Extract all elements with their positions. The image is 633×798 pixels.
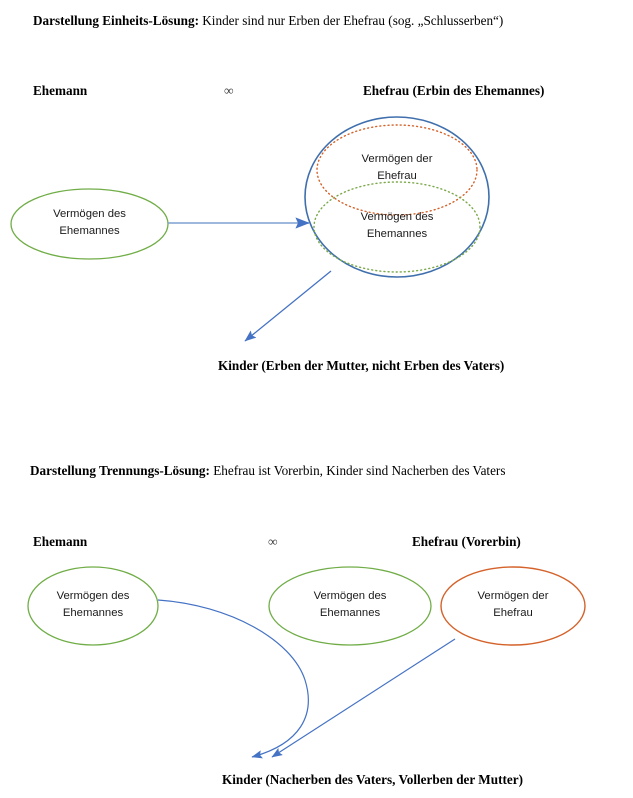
text-husband-assets-1: Vermögen des Ehemannes: [53, 208, 126, 237]
text-inner-wife-assets-1: Vermögen der Ehefrau: [361, 153, 433, 182]
section-2-heading-lead: Darstellung Trennungs-Lösung:: [30, 463, 210, 478]
label-wife-section-1: Ehefrau (Erbin des Ehemannes): [363, 83, 545, 98]
label-children-section-1: Kinder (Erben der Mutter, nicht Erben de…: [218, 358, 505, 373]
text-husband-assets-2: Vermögen des Ehemannes: [56, 590, 130, 619]
section-1-heading-lead: Darstellung Einheits-Lösung:: [33, 13, 199, 28]
label-wife-section-2: Ehefrau (Vorerbin): [412, 534, 521, 549]
section-1-heading-rest: Kinder sind nur Erben der Ehefrau (sog. …: [198, 13, 504, 28]
text-middle-husband-assets-2: Vermögen des Ehemannes: [313, 590, 387, 619]
arrow-wife-to-children-2: [271, 638, 456, 758]
marriage-symbol-icon-1: ∞: [224, 83, 234, 98]
text-inner-husband-assets-1: Vermögen des Ehemannes: [360, 211, 434, 240]
label-husband-section-2: Ehemann: [33, 534, 88, 549]
ellipse-wife-estate-1: [304, 116, 490, 278]
section-2-heading: Darstellung Trennungs-Lösung: Ehefrau is…: [30, 463, 505, 479]
label-husband-section-1: Ehemann: [33, 83, 88, 98]
arrow-wife-to-children-1: [244, 270, 332, 342]
label-children-section-2: Kinder (Nacherben des Vaters, Vollerben …: [222, 772, 523, 787]
text-wife-assets-2: Vermögen der Ehefrau: [477, 590, 549, 619]
arrow-husband-to-children-2: [157, 599, 309, 759]
section-1-heading: Darstellung Einheits-Lösung: Kinder sind…: [33, 13, 503, 29]
marriage-symbol-icon-2: ∞: [268, 534, 278, 549]
section-2-heading-rest: Ehefrau ist Vorerbin, Kinder sind Nacher…: [209, 463, 506, 478]
